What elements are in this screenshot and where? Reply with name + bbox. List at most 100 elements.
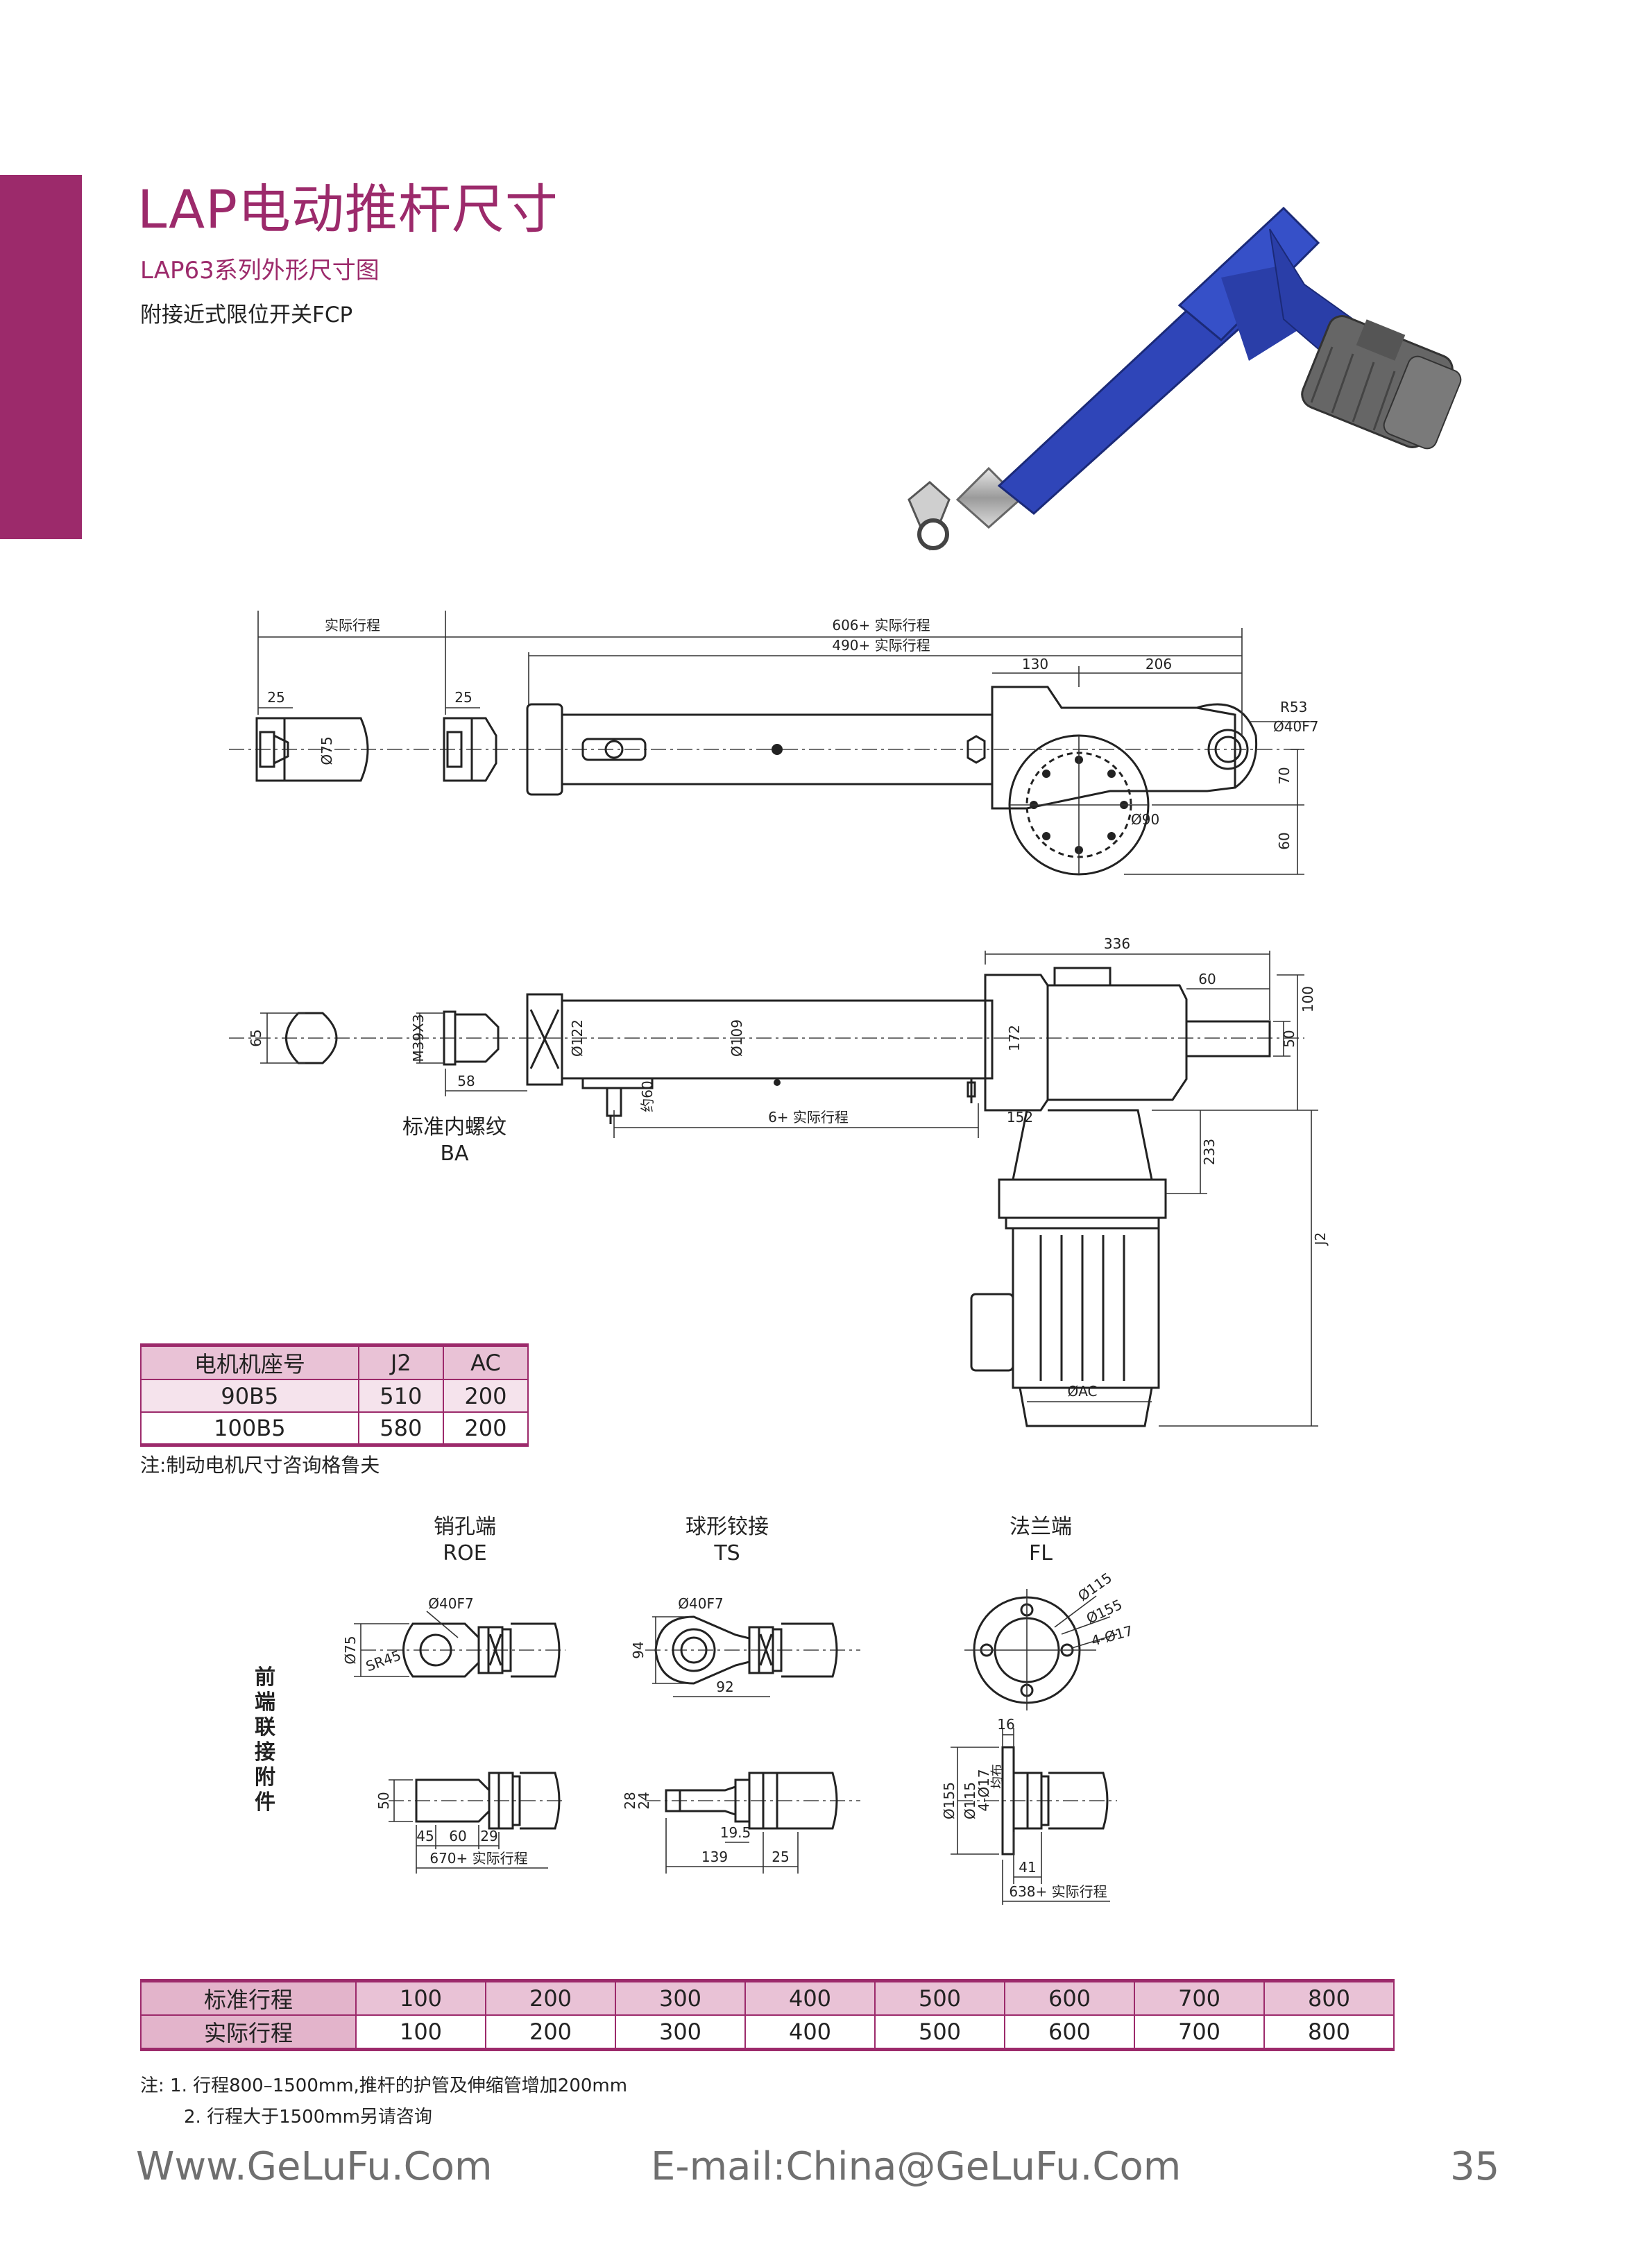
dim-d122: Ø122 [569,1019,586,1057]
motor-header-frame: 电机机座号 [140,1343,359,1380]
stroke-cell: 100 [355,1979,486,2016]
fl-eq: 均布 [990,1764,1005,1789]
fl-s115: Ø115 [962,1782,978,1819]
dim-stroke-label: 实际行程 [325,617,380,634]
thread-label: 标准内螺纹 [402,1115,506,1139]
dim-60b: 约60 [639,1080,656,1112]
attachment-fl: 法兰端 FL Ø115 Ø155 4-Ø17 16 Ø155 Ø115 4-Ø1… [941,1515,1134,1905]
roe-sr: SR45 [364,1647,403,1674]
ts-d94: 94 [630,1641,647,1658]
dim-50: 50 [1281,1030,1297,1047]
stroke-cell: 300 [615,2014,746,2051]
ts-d24: 24 [636,1792,652,1809]
dim-ac: ØAC [1067,1383,1097,1400]
dim-490: 490+ 实际行程 [832,637,930,654]
dim-d75: Ø75 [318,736,335,765]
motor-table: 电机机座号 J2 AC 90B5 510 200 100B5 580 200 [140,1343,529,1447]
ts-d139: 139 [701,1849,728,1865]
fl-d41: 41 [1019,1859,1036,1876]
stroke-cell: 700 [1134,2014,1265,2051]
dim-336: 336 [1104,935,1130,952]
stroke-cell: 700 [1134,1979,1265,2016]
attachment-roe: 销孔端 ROE Ø40F7 Ø75 SR45 50 45 60 2 [342,1515,565,1874]
ts-d195: 19.5 [720,1824,751,1841]
dim-25a: 25 [267,689,284,706]
dim-152: 152 [1007,1109,1033,1126]
stroke-cell: 100 [355,2014,486,2051]
fl-name: 法兰端 [1010,1515,1072,1539]
fl-s155: Ø155 [941,1782,957,1819]
dim-65: 65 [248,1029,264,1046]
product-photo [908,206,1462,551]
dim-60c: 60 [1198,971,1216,987]
dim-58: 58 [457,1073,475,1089]
footnote-2: 2. 行程大于1500mm另请咨询 [184,2107,432,2128]
dim-r53: R53 [1280,699,1307,715]
dim-206: 206 [1146,656,1172,672]
roe-d50: 50 [375,1792,392,1809]
dim-25b: 25 [454,689,472,706]
ts-d92: 92 [716,1679,733,1695]
stroke-cell: 600 [1004,1979,1135,2016]
roe-total: 670+ 实际行程 [429,1850,527,1867]
page-subtitle: LAP63系列外形尺寸图 [140,257,380,285]
dim-d90: Ø90 [1131,811,1159,828]
stroke-cell: 600 [1004,2014,1135,2051]
fl-code: FL [1029,1541,1053,1565]
dim-130: 130 [1022,656,1048,672]
roe-d29: 29 [480,1828,497,1844]
ts-hole: Ø40F7 [678,1595,723,1612]
dim-thread: M39X3 [410,1014,427,1062]
dim-d109: Ø109 [729,1019,745,1057]
footnote-1: 注: 1. 行程800–1500mm,推杆的护管及伸缩管增加200mm [140,2075,628,2096]
stroke-cell: 200 [485,1979,616,2016]
dim-70: 70 [1276,767,1293,784]
ts-name: 球形铰接 [686,1515,769,1539]
fl-d16: 16 [997,1716,1014,1733]
roe-hole: Ø40F7 [428,1595,473,1612]
fl-total: 638+ 实际行程 [1009,1883,1107,1900]
table-row: 100B5 580 200 [140,1411,529,1447]
dim-172: 172 [1006,1025,1023,1051]
motor-header-j2: J2 [357,1343,444,1380]
roe-d60: 60 [449,1828,466,1844]
ts-d28: 28 [622,1792,638,1809]
ts-d25: 25 [772,1849,789,1865]
dim-6stroke: 6+ 实际行程 [768,1109,849,1126]
top-view-drawing: 实际行程 606+ 实际行程 490+ 实际行程 130 206 25 25 Ø… [229,611,1318,876]
motor-header-ac: AC [442,1343,529,1380]
brand-sidebar-bar [0,175,82,539]
thread-code: BA [440,1141,469,1166]
table-row: 标准行程 100 200 300 400 500 600 700 800 [140,1979,1395,2016]
page-number: 35 [1450,2144,1500,2189]
dim-hole: Ø40F7 [1273,718,1318,735]
table-row: 实际行程 100 200 300 400 500 600 700 800 [140,2014,1395,2051]
motor-cell: 510 [357,1379,444,1413]
side-view-drawing: 65 M39X3 58 Ø122 Ø109 约60 6+ 实际行程 152 17… [229,935,1329,1427]
stroke-cell: 500 [874,1979,1005,2016]
fl-sholes: 4-Ø17 [976,1769,992,1811]
dim-233: 233 [1201,1139,1218,1165]
attachments-section-label: 前端联接附件 [255,1665,275,1815]
page-title: LAP电动推杆尺寸 [137,178,559,240]
dim-100: 100 [1300,986,1316,1012]
roe-code: ROE [443,1541,486,1565]
stroke-row-label: 实际行程 [140,2014,357,2051]
motor-note: 注:制动电机尺寸咨询格鲁夫 [140,1454,380,1477]
motor-cell: 200 [442,1411,529,1447]
stroke-cell: 500 [874,2014,1005,2051]
footer-website[interactable]: Www.GeLuFu.Com [136,2144,493,2189]
dim-606: 606+ 实际行程 [832,617,930,634]
page-subnote: 附接近式限位开关FCP [140,303,353,328]
attachment-ts: 球形铰接 TS Ø40F7 94 92 28 24 19.5 139 [622,1515,860,1874]
motor-cell: 100B5 [140,1411,359,1447]
ts-code: TS [713,1541,740,1565]
table-row: 90B5 510 200 [140,1379,529,1413]
footer-email[interactable]: E-mail:China@GeLuFu.Com [651,2144,1182,2189]
stroke-table: 标准行程 100 200 300 400 500 600 700 800 实际行… [140,1979,1395,2051]
fl-d115: Ø115 [1075,1570,1115,1605]
motor-cell: 200 [442,1379,529,1413]
stroke-row-label: 标准行程 [140,1979,357,2016]
stroke-cell: 300 [615,1979,746,2016]
stroke-cell: 800 [1263,1979,1395,2016]
